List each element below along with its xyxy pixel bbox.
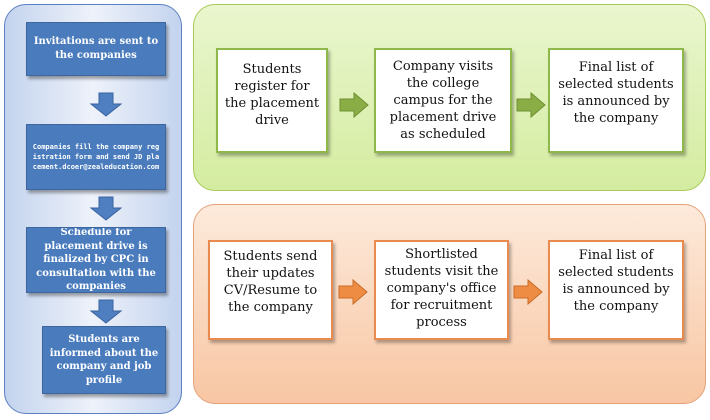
step-schedule-box: Schedule for placement drive is finalize…	[26, 227, 166, 293]
right-arrow-orange-1	[338, 278, 368, 306]
right-arrow-orange-2	[513, 278, 543, 306]
step-registration-box: Companies fill the company registration …	[26, 124, 166, 190]
top-step-final-list: Final list of selected students is annou…	[548, 48, 684, 153]
down-arrow-1	[89, 92, 123, 117]
step-invitations-text: Invitations are sent to the companies	[33, 36, 159, 61]
bottom-step-final-list: Final list of selected students is annou…	[548, 240, 684, 340]
step-inform-students-box: Students are informed about the company …	[42, 326, 166, 394]
top-step-company-visit-text: Company visits the college campus for th…	[389, 59, 497, 142]
bottom-step-visit-office-text: Shortlisted students visit the company's…	[384, 247, 499, 330]
top-step-company-visit: Company visits the college campus for th…	[374, 48, 512, 153]
step-registration-text: Companies fill the company registration …	[32, 143, 160, 171]
bottom-step-final-list-text: Final list of selected students is annou…	[558, 248, 674, 314]
bottom-step-send-cv: Students send their updates CV/Resume to…	[208, 240, 333, 340]
step-inform-students-text: Students are informed about the company …	[49, 334, 159, 386]
down-arrow-2	[89, 196, 123, 221]
top-step-register-text: Students register for the placement driv…	[224, 61, 320, 128]
bottom-step-send-cv-text: Students send their updates CV/Resume to…	[223, 249, 318, 315]
down-arrow-3	[89, 299, 123, 324]
bottom-step-visit-office: Shortlisted students visit the company's…	[374, 240, 509, 340]
step-schedule-text: Schedule for placement drive is finalize…	[36, 227, 156, 293]
right-arrow-green-2	[516, 91, 546, 119]
step-invitations-box: Invitations are sent to the companies	[26, 22, 166, 76]
top-step-register: Students register for the placement driv…	[216, 48, 328, 153]
top-step-final-list-text: Final list of selected students is annou…	[558, 59, 674, 126]
right-arrow-green-1	[339, 91, 369, 119]
